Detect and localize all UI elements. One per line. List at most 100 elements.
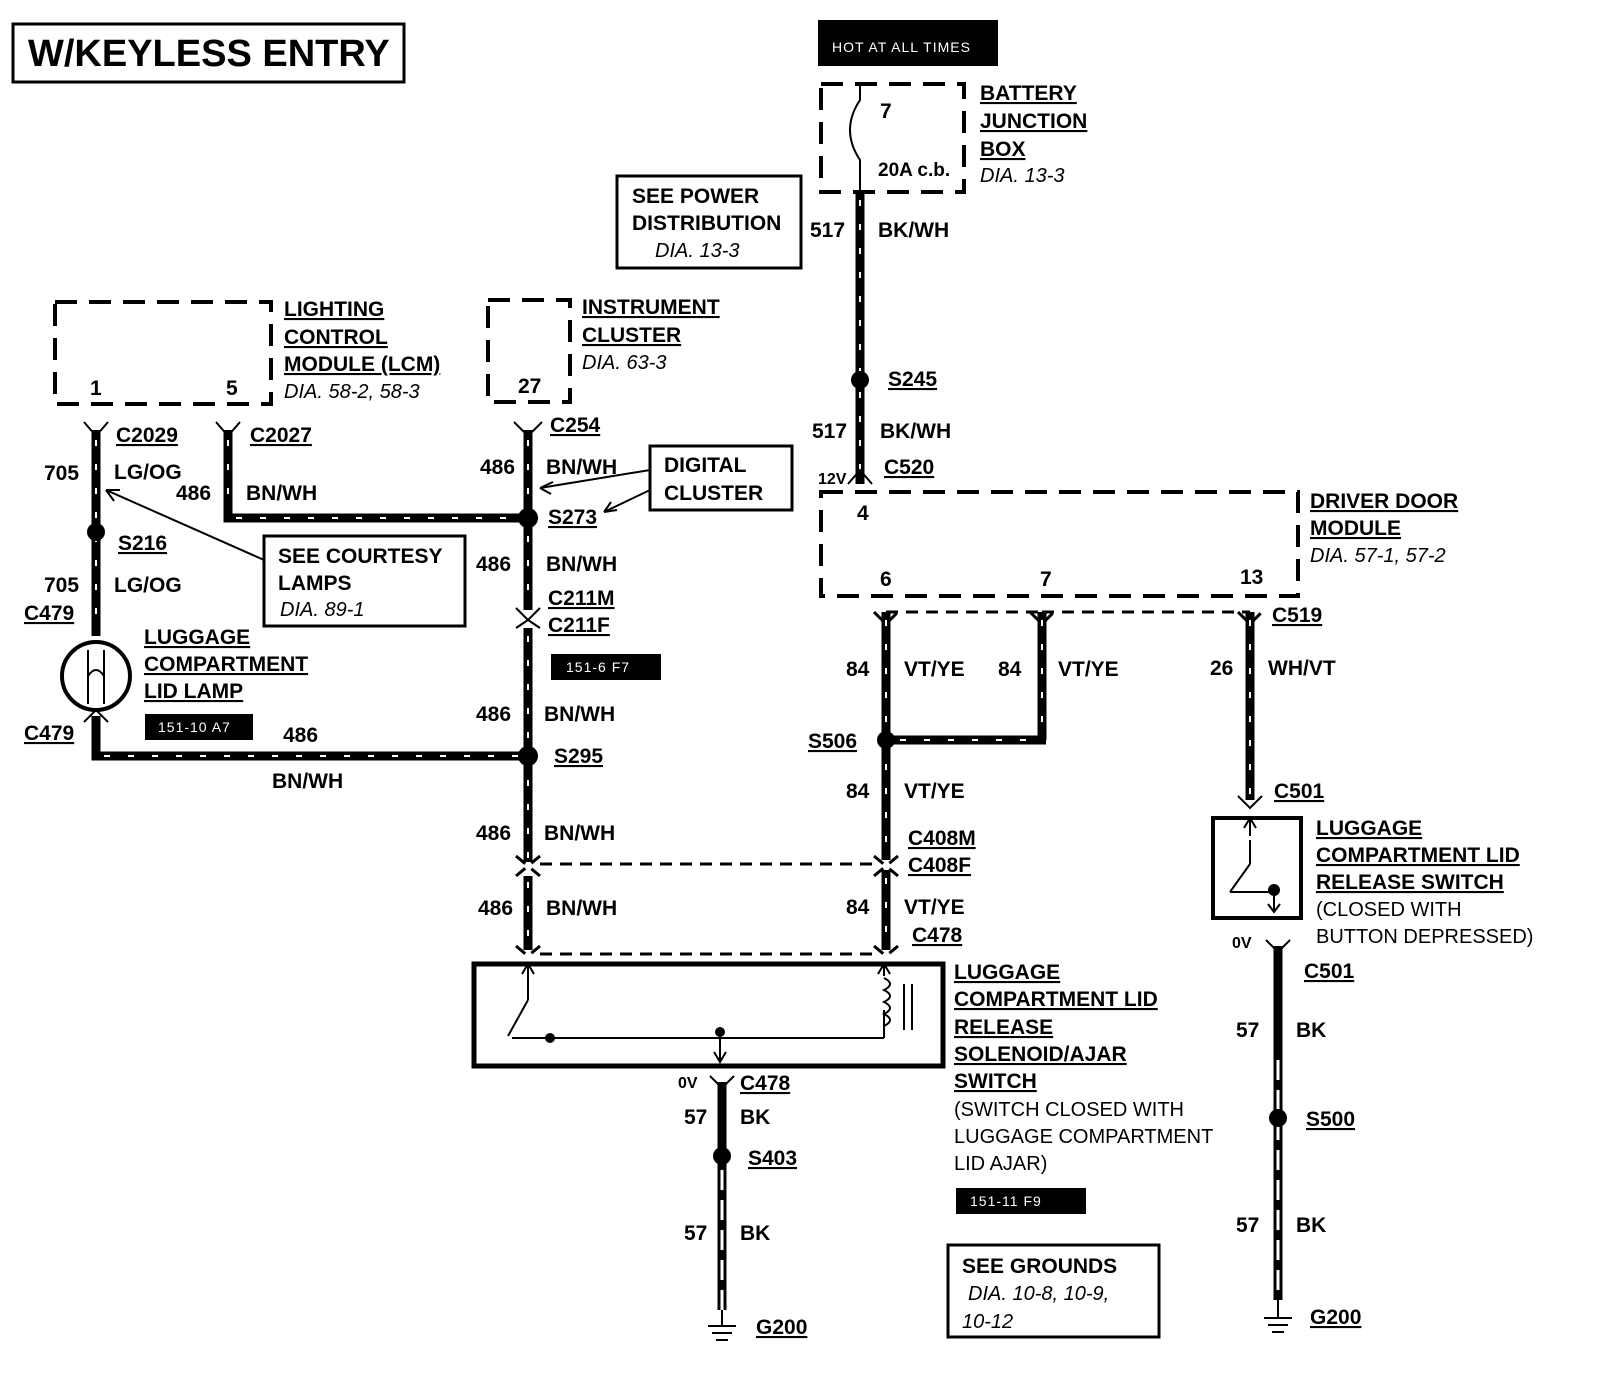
wire-486-lamp: [91, 716, 528, 761]
w57-color-r2: BK: [1296, 1214, 1326, 1237]
w84-color-d: VT/YE: [904, 896, 965, 919]
w517-num-a: 517: [810, 219, 845, 242]
gr-r1: DIA. 10-8, 10-9,: [968, 1283, 1109, 1305]
sol-l3: RELEASE: [954, 1016, 1053, 1039]
cl-l1: SEE COURTESY: [278, 545, 443, 568]
w486-num-a: 486: [480, 456, 515, 479]
ddm-pin6: 6: [880, 568, 892, 591]
w705-num-b: 705: [44, 574, 79, 597]
lcm-ref: DIA. 58-2, 58-3: [284, 381, 420, 403]
c211-tag: 151-6 F7: [566, 659, 630, 675]
c519-label: C519: [1272, 604, 1322, 627]
rs-l1: LUGGAGE: [1316, 817, 1422, 840]
c479b-label: C479: [24, 722, 74, 745]
sol-l4: SOLENOID/AJAR: [954, 1043, 1127, 1066]
s216-label: S216: [118, 532, 167, 555]
w517-color-b: BK/WH: [880, 420, 951, 443]
title-frame: [11, 22, 406, 84]
lamp-filament-icon: [87, 650, 105, 704]
w57-num-r2: 57: [1236, 1214, 1259, 1237]
lcm-l3: MODULE (LCM): [284, 353, 440, 376]
pd-l1: SEE POWER: [632, 185, 759, 208]
rs-l3: RELEASE SWITCH: [1316, 871, 1504, 894]
ddm-l1: DRIVER DOOR: [1310, 490, 1458, 513]
solenoid-switch-symbol: [507, 962, 885, 1064]
ground-g200-center: [708, 1310, 736, 1341]
pd-ref: DIA. 13-3: [655, 240, 739, 262]
ddm-ref: DIA. 57-1, 57-2: [1310, 545, 1446, 567]
c408m-label: C408M: [908, 827, 976, 850]
w57-color-c1: BK: [740, 1106, 770, 1129]
c478-connector: [515, 944, 899, 958]
grounds-ref-box: [946, 1243, 1161, 1339]
digital-arrow-1: [539, 469, 651, 495]
cl-l2: LAMPS: [278, 572, 352, 595]
w517-num-b: 517: [812, 420, 847, 443]
ic-l2: CLUSTER: [582, 324, 681, 347]
volt-12v: 12V: [818, 471, 847, 488]
splice-s295: [518, 746, 538, 766]
w57-num-c2: 57: [684, 1222, 707, 1245]
bjb-name2: JUNCTION: [980, 110, 1087, 133]
w486-num-d: 486: [476, 822, 511, 845]
sol-tag-bg: [956, 1188, 1086, 1214]
lamp-tag-bg: [145, 714, 253, 740]
hot-tag-bg: [818, 20, 998, 66]
s500-label: S500: [1306, 1108, 1355, 1131]
power-distribution-ref: [615, 174, 803, 270]
w486-color-d: BN/WH: [544, 822, 615, 845]
c408-connector: [515, 854, 899, 878]
w26-num: 26: [1210, 657, 1233, 680]
c254-label: C254: [550, 414, 601, 437]
lamp-tag: 151-10 A7: [158, 719, 231, 735]
s506-label: S506: [808, 730, 857, 753]
release-switch-symbol: [1229, 816, 1281, 914]
digital-arrow-2: [603, 489, 651, 513]
w84-num-a: 84: [846, 658, 870, 681]
splice-s500: [1269, 1109, 1287, 1127]
lamp-l2: COMPARTMENT: [144, 653, 308, 676]
diagram-title: W/KEYLESS ENTRY: [28, 33, 390, 75]
c501a-label: C501: [1274, 780, 1325, 803]
g200-center-label: G200: [756, 1316, 807, 1339]
c408f-label: C408F: [908, 854, 971, 877]
instrument-cluster: [486, 298, 572, 404]
w57-num-c1: 57: [684, 1106, 707, 1129]
lcm-l1: LIGHTING: [284, 298, 384, 321]
w705-num-a: 705: [44, 462, 79, 485]
w84-color-b: VT/YE: [1058, 658, 1119, 681]
c211-tag-bg: [551, 654, 661, 680]
lcm-pin1: 1: [90, 377, 102, 400]
w705-color-b: LG/OG: [114, 574, 182, 597]
splice-s216: [87, 523, 105, 541]
w486-num-lcm: 486: [176, 482, 211, 505]
driver-door-module: [819, 490, 1300, 598]
pd-l2: DISTRIBUTION: [632, 212, 781, 235]
w84-num-c: 84: [846, 780, 870, 803]
c211-symbol: [515, 607, 541, 629]
solenoid-switch-box: [471, 961, 946, 1069]
c479a-label: C479: [24, 602, 74, 625]
bjb-fuse: 20A c.b.: [878, 160, 950, 181]
ddm-pin7: 7: [1040, 568, 1052, 591]
gr-r2: 10-12: [962, 1311, 1013, 1333]
lamp-l1: LUGGAGE: [144, 626, 250, 649]
lamp-l3: LID LAMP: [144, 680, 243, 703]
dc-l2: CLUSTER: [664, 482, 763, 505]
courtesy-arrow: [105, 489, 265, 561]
c501a-symbol: [1237, 795, 1263, 810]
w26-color: WH/VT: [1268, 657, 1336, 680]
circuit-breaker-symbol: [849, 84, 861, 192]
bjb-pin: 7: [880, 100, 892, 123]
g200-right-label: G200: [1310, 1306, 1361, 1329]
sol-n3: LID AJAR): [954, 1153, 1047, 1175]
sol-tag: 151-11 F9: [970, 1193, 1042, 1209]
battery-junction-box: [819, 82, 966, 194]
solenoid-coil-icon: [877, 962, 891, 1027]
dc-l1: DIGITAL: [664, 454, 747, 477]
splice-s506: [877, 731, 895, 749]
w84-color-a: VT/YE: [904, 658, 965, 681]
c211f-label: C211F: [548, 614, 610, 637]
rs-l2: COMPARTMENT LID: [1316, 844, 1520, 867]
